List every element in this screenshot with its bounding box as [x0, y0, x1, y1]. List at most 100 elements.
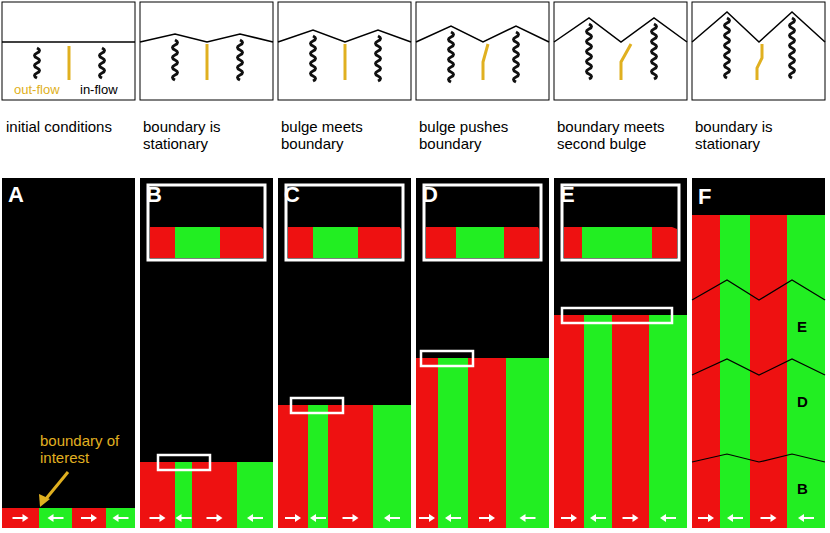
in-flow-line: [514, 32, 519, 82]
simulation-panel: [278, 178, 411, 528]
flow-arrow: [207, 517, 218, 519]
inset-stripe: [456, 227, 504, 258]
pointer-arrow-head: [39, 494, 50, 507]
flow-arrow: [150, 517, 161, 519]
panel-letter: D: [797, 393, 808, 410]
flow-arrow-head: [353, 514, 359, 522]
domain-stripe: [787, 215, 825, 528]
flow-arrow-head: [160, 514, 166, 522]
flow-arrow-head: [23, 514, 29, 522]
flow-arrow: [118, 517, 129, 519]
inset-frame: [562, 185, 679, 260]
flow-arrow: [81, 517, 92, 519]
domain-stripe: [192, 462, 237, 528]
front-history-line: [692, 359, 825, 375]
out-flow-line: [68, 46, 71, 80]
front-line: [692, 12, 825, 42]
schematic-panel: [278, 2, 411, 100]
schematic-panel: [2, 2, 135, 100]
flow-arrow-head: [310, 514, 316, 522]
in-flow-line: [173, 40, 178, 80]
in-flow-line: [587, 24, 592, 79]
flow-arrow-head: [727, 514, 733, 522]
flow-arrow-head: [91, 514, 97, 522]
panel-letter: A: [8, 182, 24, 207]
panel-letter: C: [284, 182, 300, 207]
front-line: [278, 30, 411, 42]
flow-arrow: [698, 517, 709, 519]
out-flow-line: [621, 44, 631, 80]
domain-stripe: [72, 508, 106, 528]
flow-arrow-head: [113, 514, 119, 522]
flow-label: out-flow: [14, 83, 60, 98]
in-flow-line: [35, 48, 40, 78]
flow-arrow: [761, 517, 772, 519]
flow-arrow: [450, 517, 461, 519]
domain-stripe: [584, 315, 612, 528]
flow-arrow-head: [384, 514, 390, 522]
schematic-panel: [554, 2, 687, 100]
inset-front: [288, 221, 401, 229]
out-flow-line: [344, 44, 347, 80]
flow-arrow: [315, 517, 326, 519]
domain-stripe: [554, 315, 584, 528]
inset-stripe: [313, 227, 358, 258]
domain-stripe: [692, 215, 720, 528]
flow-arrow-head: [247, 514, 253, 522]
domain-stripe: [237, 462, 273, 528]
stage-title: initial conditions: [6, 118, 112, 135]
inset-stripe: [358, 227, 401, 258]
in-flow-line: [652, 24, 657, 79]
in-flow-line: [725, 18, 730, 78]
pointer-arrow: [45, 472, 68, 500]
domain-stripe: [39, 508, 72, 528]
simulation-panel: [140, 178, 273, 528]
stage-title: bulge meets boundary: [281, 118, 409, 153]
domain-stripe: [506, 358, 549, 528]
in-flow-line: [449, 32, 454, 82]
simulation-panel: [2, 178, 135, 528]
simulation-panel: [416, 178, 549, 528]
out-flow-line: [757, 44, 762, 80]
flow-arrow-head: [217, 514, 223, 522]
schematic-panel: [692, 2, 825, 100]
inset-stripe: [175, 227, 220, 258]
flow-arrow-head: [429, 514, 435, 522]
stage-title: boundary is stationary: [143, 118, 271, 153]
flow-label: in-flow: [80, 83, 118, 98]
panel-letter: E: [797, 318, 807, 335]
panel-letter: E: [560, 182, 575, 207]
flow-arrow: [53, 517, 64, 519]
front-history-line: [692, 280, 825, 300]
inset-stripe: [652, 227, 677, 258]
domain-stripe: [308, 405, 328, 528]
inset-frame: [286, 185, 403, 260]
panel-letter: F: [698, 184, 711, 209]
in-flow-line: [790, 18, 795, 78]
stage-title: bulge pushes boundary: [419, 118, 547, 153]
inset-frame: [424, 185, 541, 260]
flow-arrow: [252, 517, 263, 519]
in-flow-line: [376, 36, 381, 81]
stage-title: boundary meets second bulge: [557, 118, 685, 153]
inset-stripe: [150, 227, 175, 258]
front-line: [2, 41, 135, 43]
domain-stripe: [175, 462, 192, 528]
front-line: [416, 26, 549, 42]
panel-letter: D: [422, 182, 438, 207]
inset-front: [426, 219, 539, 229]
in-flow-line: [311, 36, 316, 81]
flow-arrow: [803, 517, 814, 519]
domain-stripe: [373, 405, 411, 528]
flow-arrow-head: [48, 514, 54, 522]
in-flow-line: [238, 40, 243, 80]
inset-frame: [148, 185, 265, 260]
boundary-box: [421, 351, 473, 366]
stage-title: boundary is stationary: [695, 118, 823, 153]
schematic-panel: [140, 2, 273, 100]
simulation-panel: [554, 178, 687, 528]
domain-stripe: [468, 358, 506, 528]
domain-stripe: [328, 405, 373, 528]
flow-arrow-head: [660, 514, 666, 522]
